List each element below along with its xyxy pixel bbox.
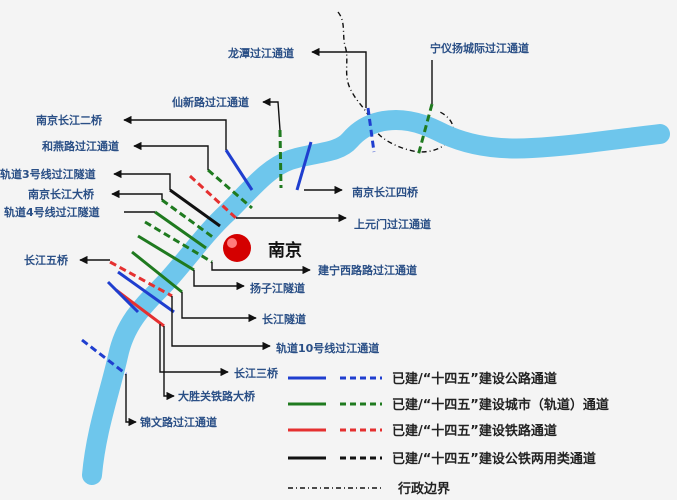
legend-text-rail: 已建/“十四五”建设铁路通道 <box>392 423 557 439</box>
yangtze-river <box>82 110 670 485</box>
label-heyan: 和燕路过江通道 <box>42 139 119 153</box>
label-xianxin: 仙新路过江通道 <box>172 95 249 109</box>
xianxin-crossing <box>278 129 283 189</box>
metro3-crossing <box>169 188 221 228</box>
jianning-crossing <box>144 220 213 264</box>
label-bridge2: 南京长江二桥 <box>36 113 103 127</box>
label-jinwen: 锦文路过江通道 <box>140 415 217 429</box>
metro10-crossing <box>109 260 173 298</box>
city-marker-highlight <box>227 238 237 248</box>
longtan-crossing <box>366 107 376 153</box>
crossing-labels: 龙潭过江通道 宁仪扬城际过江通道 仙新路过江通道 南京长江二桥 和燕路过江通道 … <box>0 41 529 429</box>
label-jianning: 建宁西路路过江通道 <box>318 263 417 277</box>
label-metro10: 轨道10号线过江通道 <box>276 341 379 355</box>
jinwen-crossing <box>81 338 127 376</box>
label-longtan: 龙潭过江通道 <box>227 46 294 60</box>
bridge4-crossing <box>295 141 313 191</box>
changjiang-tunnel-crossing <box>131 250 183 294</box>
label-dasheng: 大胜关铁路大桥 <box>178 389 256 403</box>
city-label: 南京 <box>268 240 302 261</box>
label-metro3: 轨道3号线过江隧道 <box>0 167 96 181</box>
bridge2-crossing <box>224 149 254 191</box>
legend-item-combined: 已建/“十四五”建设公铁两用类通道 <box>288 451 596 467</box>
legend-text-boundary: 行政边界 <box>397 481 450 497</box>
label-ningyi: 宁仪扬城际过江通道 <box>430 41 529 55</box>
label-shangyuan: 上元门过江通道 <box>354 217 431 231</box>
legend-item-rail: 已建/“十四五”建设铁路通道 <box>288 423 557 439</box>
legend: 已建/“十四五”建设公路通道 已建/“十四五”建设城市（轨道）通道 已建/“十四… <box>288 371 609 497</box>
legend-item-boundary: 行政边界 <box>288 481 450 497</box>
legend-item-metro: 已建/“十四五”建设城市（轨道）通道 <box>288 397 609 413</box>
bridge3-crossing <box>117 270 175 314</box>
bridge5-crossing <box>106 280 140 314</box>
label-bridge4: 南京长江四桥 <box>352 185 419 199</box>
legend-item-highway: 已建/“十四五”建设公路通道 <box>288 371 557 387</box>
label-bridge5: 长江五桥 <box>24 253 69 267</box>
metro4-crossing <box>154 210 207 250</box>
ningyi-crossing <box>416 103 434 157</box>
label-metro4: 轨道4号线过江隧道 <box>4 205 100 219</box>
nanjing-city-marker <box>223 234 251 262</box>
label-bridge1: 南京长江大桥 <box>28 187 95 201</box>
legend-text-highway: 已建/“十四五”建设公路通道 <box>392 371 557 387</box>
legend-text-combined: 已建/“十四五”建设公铁两用类通道 <box>392 451 596 467</box>
leader-lines <box>79 47 433 427</box>
label-changjiang-tunnel: 长江隧道 <box>262 312 306 326</box>
legend-text-metro: 已建/“十四五”建设城市（轨道）通道 <box>392 397 609 413</box>
label-bridge3: 长江三桥 <box>234 366 279 380</box>
yangzi-crossing <box>137 234 195 272</box>
shangyuan-crossing <box>207 168 253 210</box>
label-yangzi: 扬子江隧道 <box>250 281 305 295</box>
crossing-lines <box>81 103 434 376</box>
